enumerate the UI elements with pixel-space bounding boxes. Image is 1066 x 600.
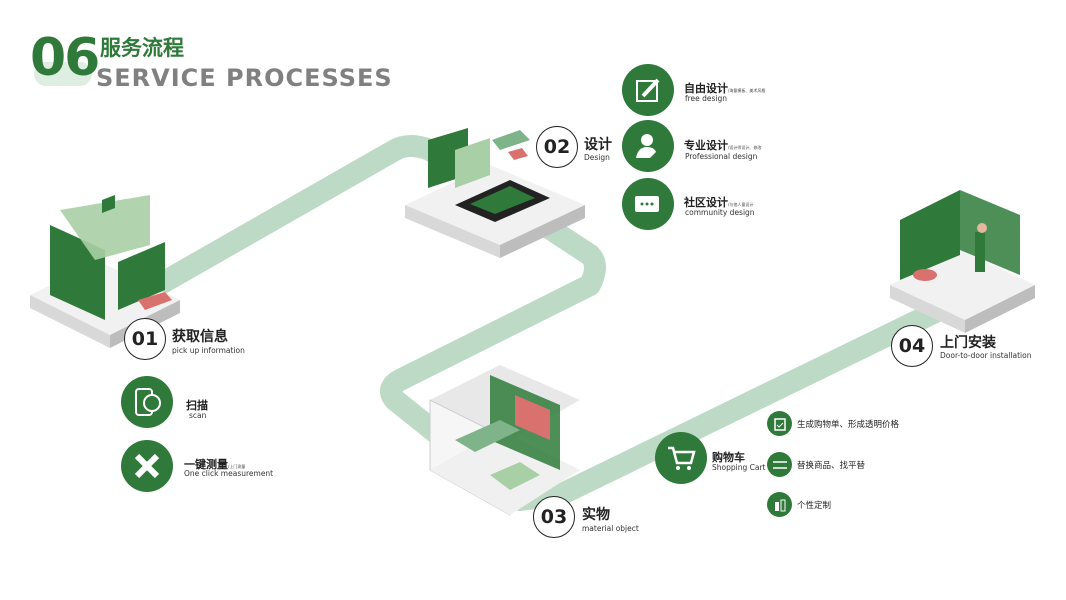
step-03-badge: 03 [533,496,575,538]
community-design-title: 社区设计 [684,196,728,209]
community-design-note: /与他人量设计 [728,202,754,207]
free-design-label: 自由设计/海量模板、美术风格 [684,80,765,96]
cart-item-list: 生成购物单、形成透明价格 [797,420,900,430]
designer-user-icon [622,120,674,172]
step-01-subtitle: pick up information [172,346,245,355]
step-01-badge: 01 [124,318,166,360]
step-04-subtitle: Door-to-door installation [940,351,1032,360]
free-design-title: 自由设计 [684,82,728,95]
scan-sublabel: scan [189,411,207,420]
step-02-badge: 02 [536,126,578,168]
scan-label: 扫描 [186,399,208,412]
step-04-title: 上门安装 [940,335,996,351]
cart-item-replace: 替换商品、找平替 [797,461,866,471]
info-scene [30,195,180,348]
cart-item-custom: 个性定制 [797,501,832,511]
community-design-sub: community design [685,208,755,217]
chat-bubbles-icon [622,178,674,230]
title-en: SERVICE PROCESSES [96,64,393,92]
cart-sublabel: Shopping Cart [712,463,766,472]
ruler-pencil-icon [121,440,173,492]
free-design-sub: free design [685,94,728,103]
section-number: 06 [30,28,100,88]
step-02-subtitle: Design [584,153,610,162]
pro-design-label: 专业设计/设计师设计、修改 [684,137,761,153]
pro-design-title: 专业设计 [684,139,728,152]
free-design-note: /海量模板、美术风格 [728,88,766,93]
process-path [144,135,965,511]
design-scene [405,128,585,258]
custom-bottle-icon [767,492,792,517]
title-cn: 服务流程 [100,36,184,60]
cart-label: 购物车 [712,451,745,464]
step-02-title: 设计 [584,137,612,153]
shopping-cart-icon [655,432,707,484]
phone-scan-icon [121,376,173,428]
clipboard-check-icon [767,411,792,436]
pro-design-sub: Professional design [685,152,758,161]
step-04-badge: 04 [891,325,933,367]
number-shadow [34,62,92,86]
step-03-subtitle: material object [582,524,639,533]
step-03-title: 实物 [582,507,610,523]
installation-scene [890,190,1035,333]
measure-note: /上门测量 [228,464,246,469]
community-design-label: 社区设计/与他人量设计 [684,194,753,210]
step-01-title: 获取信息 [172,329,228,345]
measure-label: 一键测量/上门测量 [184,456,245,472]
pro-design-note: /设计师设计、修改 [728,145,762,150]
kitchen-scene [429,365,580,516]
swap-arrows-icon [767,452,792,477]
measure-title: 一键测量 [184,458,228,471]
edit-pencil-icon [622,64,674,116]
measure-sublabel: One click measurement [184,469,274,478]
